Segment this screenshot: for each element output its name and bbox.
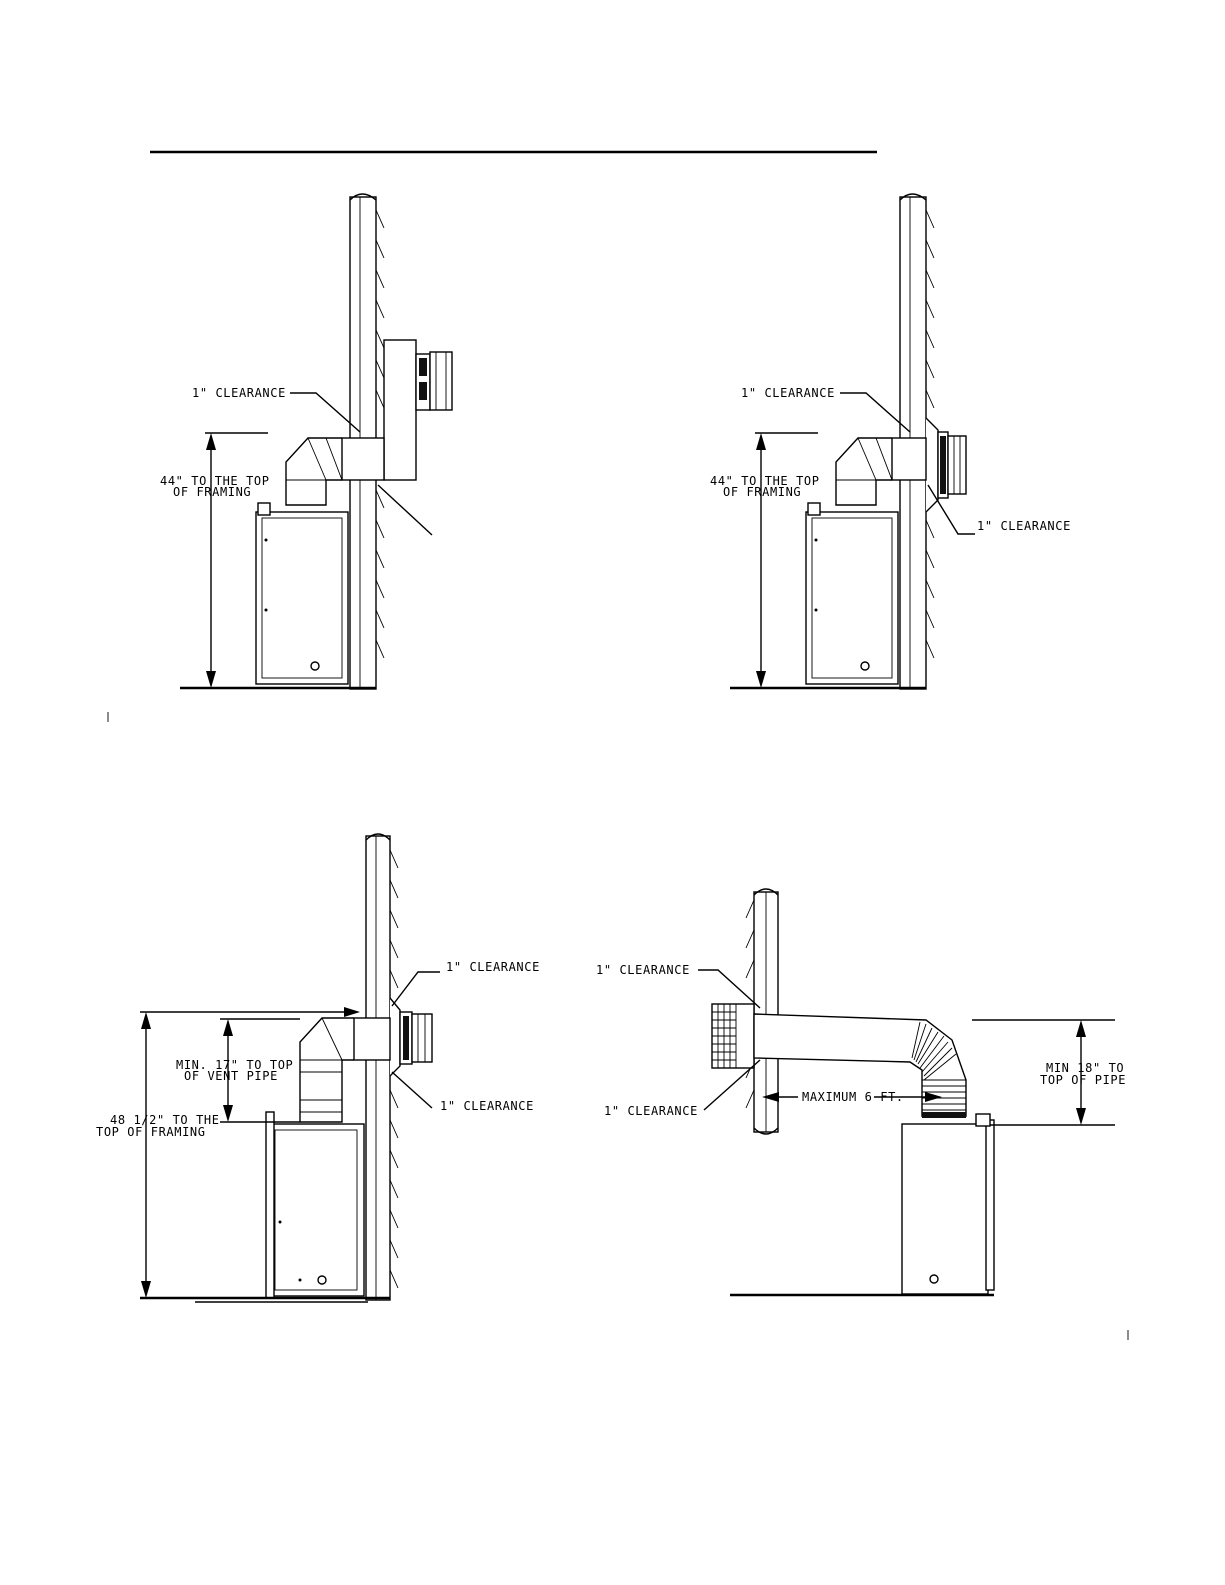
clearance-label-bottom: 1" CLEARANCE (604, 1104, 698, 1118)
height-label-line2: OF FRAMING (173, 485, 251, 499)
panel-bottom-left: 1" CLEARANCE MIN. 17" TO TOP OF VENT PIP… (96, 834, 540, 1302)
clearance-label: 1" CLEARANCE (192, 386, 286, 400)
appliance (806, 503, 898, 684)
panel-top-right: 1" CLEARANCE 44" TO THE TOP OF FRAMING 1… (710, 194, 1071, 689)
clearance-label-top: 1" CLEARANCE (741, 386, 835, 400)
clearance-label-top: 1" CLEARANCE (446, 960, 540, 974)
clearance-label-bottom: 1" CLEARANCE (977, 519, 1071, 533)
max-length-label: MAXIMUM 6 FT. (802, 1090, 904, 1104)
appliance (266, 1112, 364, 1298)
clearance-leader-bottom (392, 1072, 432, 1108)
vent-terminal (712, 1004, 754, 1068)
panel-top-left: 1" CLEARANCE 44" TO THE TOP OF FRAMING (160, 194, 452, 689)
vent-label-line2: OF VENT PIPE (184, 1069, 278, 1083)
clearance-label-top: 1" CLEARANCE (596, 963, 690, 977)
appliance (902, 1114, 994, 1294)
clearance-label-bottom: 1" CLEARANCE (440, 1099, 534, 1113)
panel-bottom-right: 1" CLEARANCE 1" CLEARANCE MAXIMUM 6 FT. … (596, 889, 1126, 1295)
vent-terminal (384, 340, 452, 480)
pipe-label-line2: TOP OF PIPE (1040, 1073, 1126, 1087)
clearance-leader-top (392, 972, 440, 1006)
vent-terminal (926, 418, 966, 512)
appliance (256, 503, 348, 684)
clearance-leader-top (698, 970, 760, 1008)
clearance-leader-bottom (378, 485, 432, 535)
height-label-line2: OF FRAMING (723, 485, 801, 499)
framing-label-line2: TOP OF FRAMING (96, 1125, 206, 1139)
vent-terminal (390, 998, 432, 1076)
